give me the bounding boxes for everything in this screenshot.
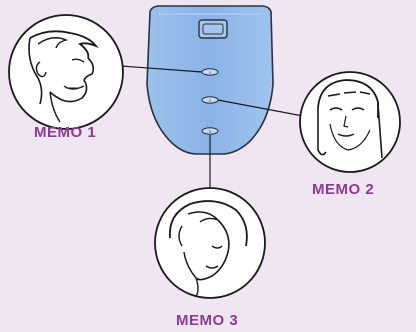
button-3-label: 3 bbox=[209, 129, 212, 134]
memo-button-2[interactable]: 2 bbox=[201, 96, 219, 104]
leader-line-1 bbox=[120, 65, 203, 73]
man-face-icon bbox=[8, 14, 124, 130]
woman-face-icon bbox=[299, 71, 401, 173]
child-face-icon bbox=[154, 187, 266, 299]
memo-3-label: MEMO 3 bbox=[176, 312, 239, 329]
memo-button-3[interactable]: 3 bbox=[201, 127, 219, 135]
leader-line-2 bbox=[217, 99, 304, 117]
memo-1-label: MEMO 1 bbox=[34, 124, 97, 141]
memo-device-icon bbox=[146, 5, 274, 155]
memo-button-1[interactable]: 1 bbox=[201, 68, 219, 76]
button-2-label: 2 bbox=[209, 98, 212, 103]
button-1-label: 1 bbox=[209, 70, 212, 75]
memo-2-label: MEMO 2 bbox=[312, 181, 375, 198]
